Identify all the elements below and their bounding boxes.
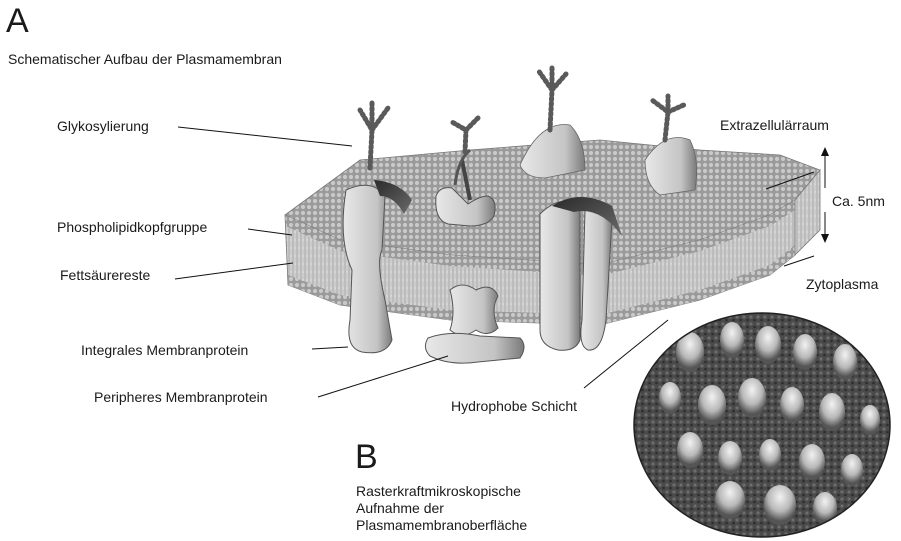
panel-b-caption-line: Rasterkraftmikroskopische (356, 483, 527, 500)
panel-a-caption: Schematischer Aufbau der Plasmamembran (8, 51, 282, 67)
panel-b-caption-line: Aufnahme der (356, 500, 527, 517)
label-thickness: Ca. 5nm (832, 193, 885, 209)
panel-b-letter: B (355, 440, 378, 474)
label-glycosylation: Glykosylierung (57, 118, 149, 134)
afm-image (630, 310, 895, 540)
panel-a-letter: A (6, 4, 29, 38)
label-headgroup: Phospholipidkopfgruppe (57, 219, 207, 235)
label-integral-protein: Integrales Membranprotein (81, 342, 248, 358)
label-extracellular: Extrazellulärraum (720, 117, 829, 133)
label-peripheral-protein: Peripheres Membranprotein (94, 389, 268, 405)
label-cytoplasm: Zytoplasma (806, 276, 878, 292)
label-hydrophobic-layer: Hydrophobe Schicht (451, 398, 577, 414)
panel-b-caption-line: Plasmamembranoberfläche (356, 517, 527, 534)
panel-b-caption: Rasterkraftmikroskopische Aufnahme der P… (356, 483, 527, 534)
integral-protein-center (450, 285, 498, 335)
label-fatty-acids: Fettsäurereste (60, 267, 150, 283)
